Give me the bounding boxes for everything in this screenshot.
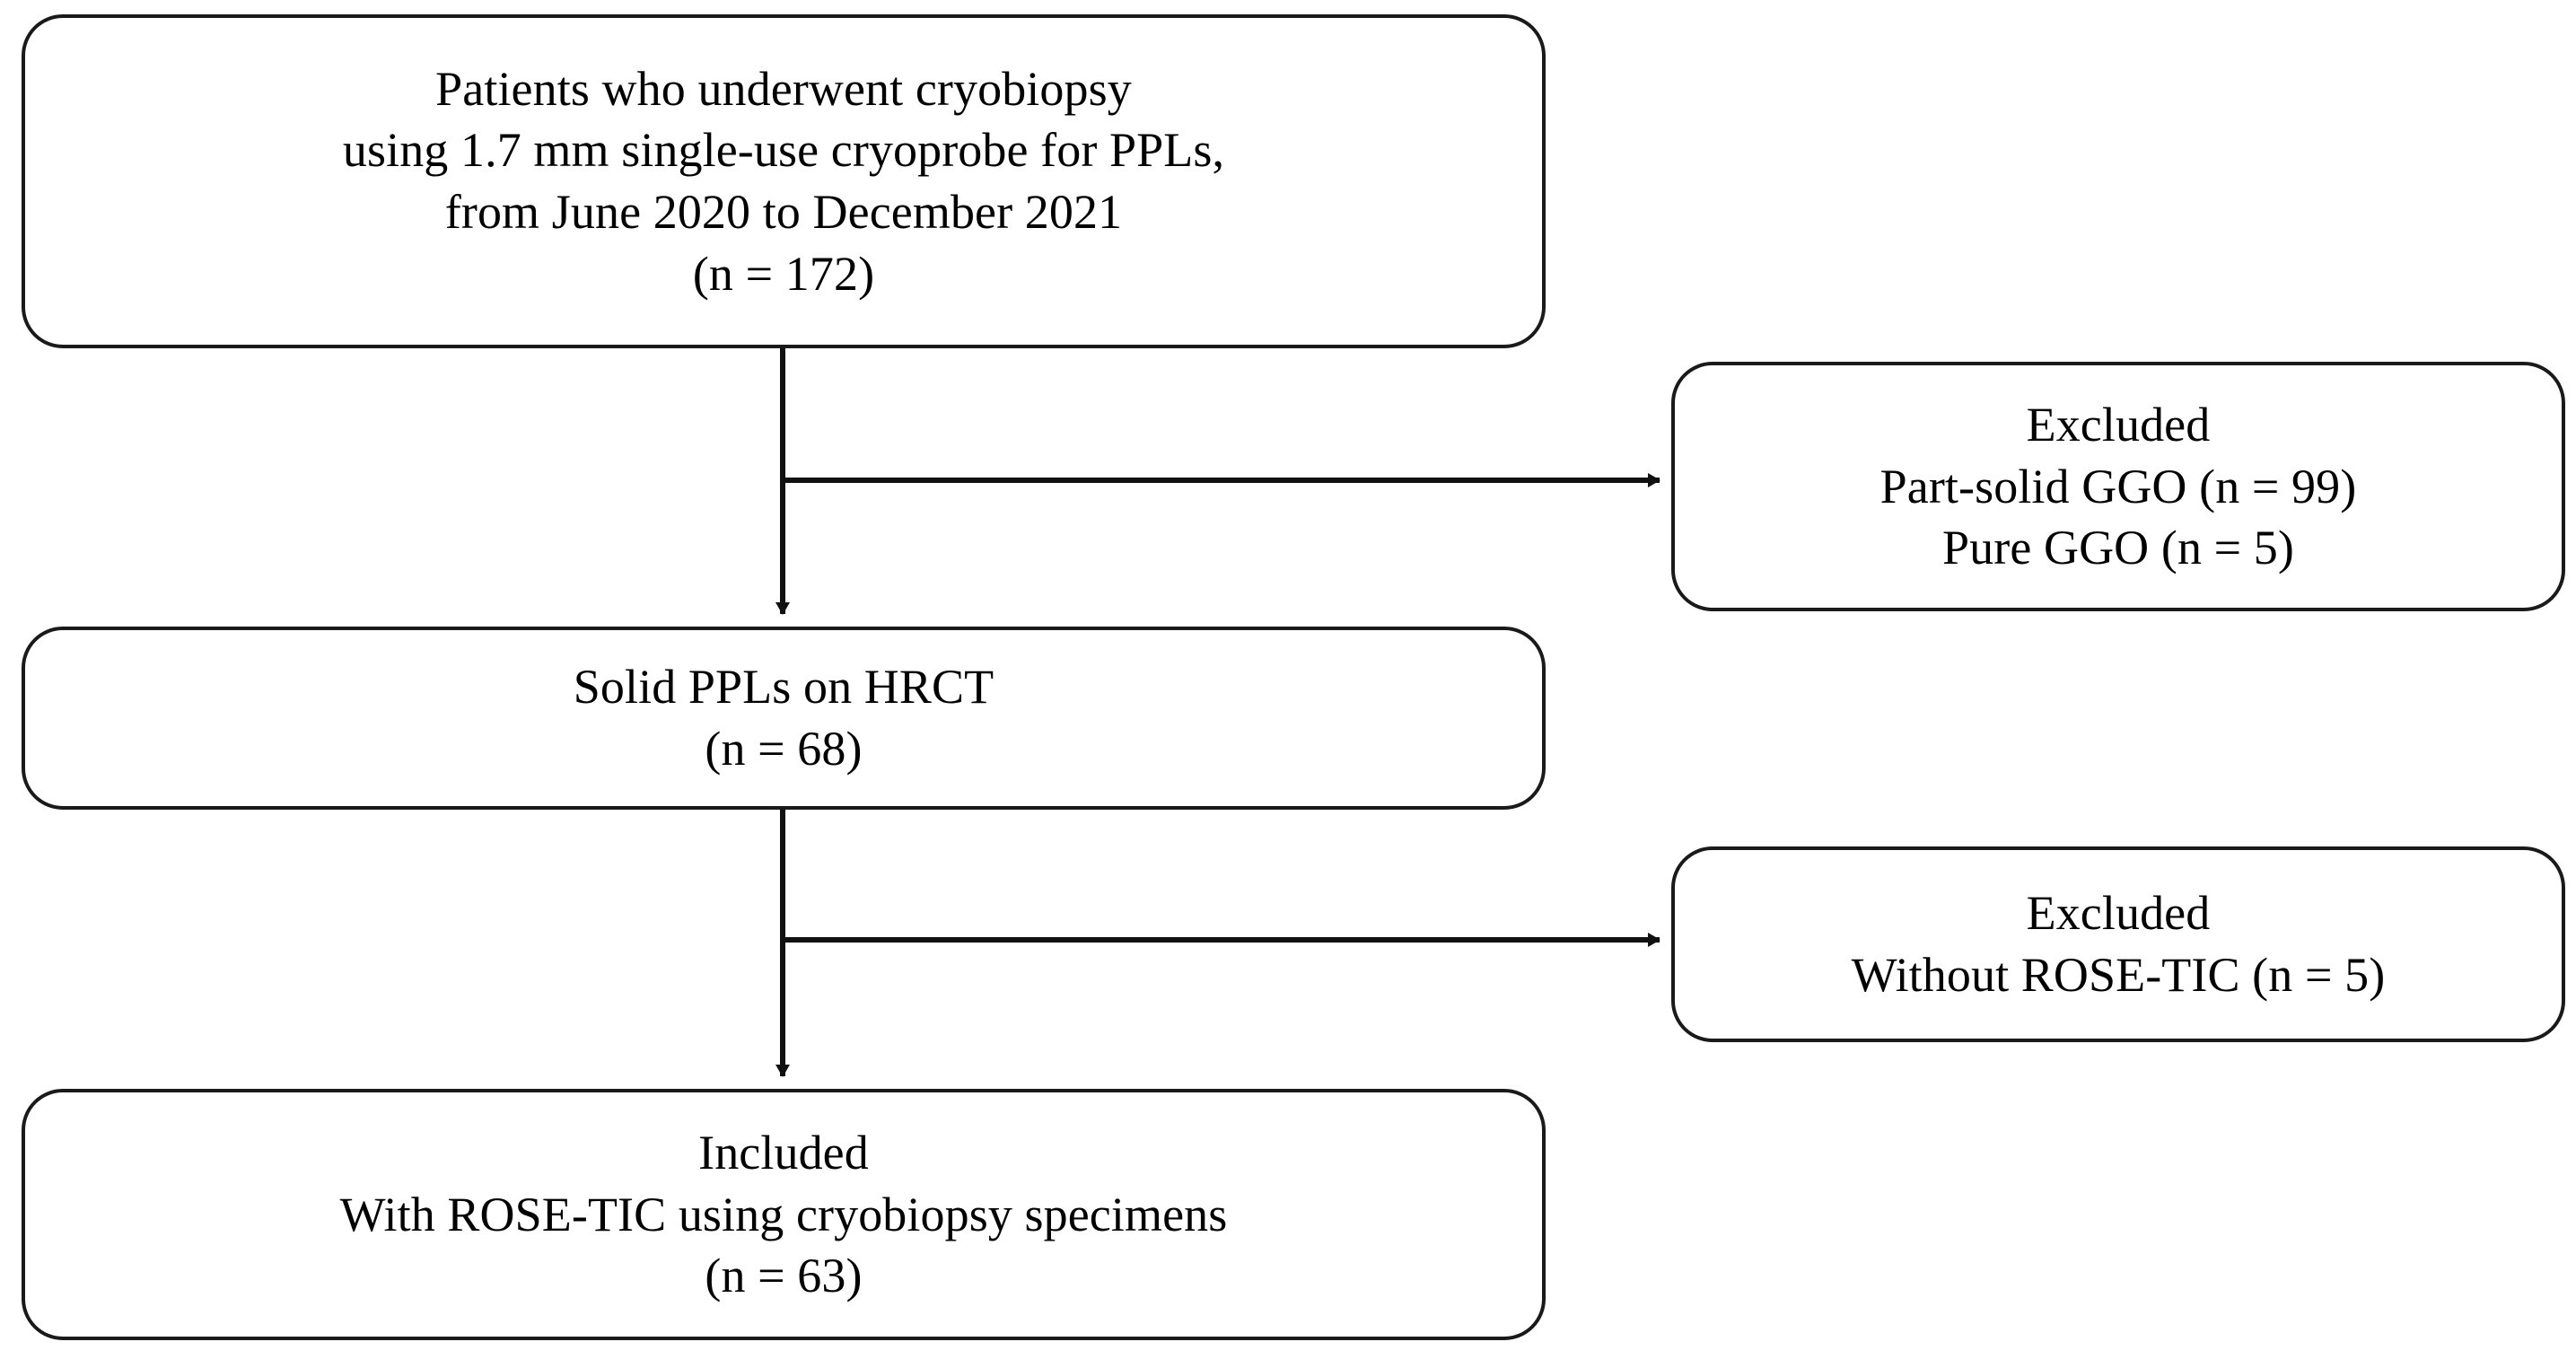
node-included-line-1: Included bbox=[698, 1126, 869, 1180]
node-included-rose-tic: Included With ROSE-TIC using cryobiopsy … bbox=[22, 1089, 1546, 1340]
node-enrolled-line-1: Patients who underwent cryobiopsy bbox=[435, 61, 1132, 116]
node-excluded-ggo-part-solid: Part-solid GGO (n = 99) bbox=[1879, 459, 2357, 513]
node-enrolled-line-2: using 1.7 mm single-use cryoprobe for PP… bbox=[342, 123, 1225, 178]
node-excluded-rose-detail: Without ROSE-TIC (n = 5) bbox=[1851, 948, 2386, 1002]
node-solid-ppls-hrct: Solid PPLs on HRCT (n = 68) bbox=[22, 627, 1546, 810]
node-enrolled-patients: Patients who underwent cryobiopsy using … bbox=[22, 14, 1546, 348]
node-enrolled-count: (n = 172) bbox=[692, 246, 875, 301]
node-solid-count: (n = 68) bbox=[705, 722, 863, 776]
node-included-line-2: With ROSE-TIC using cryobiopsy specimens bbox=[339, 1187, 1228, 1241]
node-enrolled-line-3: from June 2020 to December 2021 bbox=[444, 185, 1123, 239]
node-excluded-ggo-heading: Excluded bbox=[2026, 398, 2211, 452]
node-excluded-rose-heading: Excluded bbox=[2026, 886, 2211, 941]
node-excluded-without-rose-tic: Excluded Without ROSE-TIC (n = 5) bbox=[1671, 846, 2565, 1042]
node-solid-line-1: Solid PPLs on HRCT bbox=[573, 660, 994, 715]
node-included-count: (n = 63) bbox=[705, 1249, 863, 1303]
node-excluded-ggo: Excluded Part-solid GGO (n = 99) Pure GG… bbox=[1671, 362, 2565, 611]
node-excluded-ggo-pure: Pure GGO (n = 5) bbox=[1942, 521, 2294, 575]
